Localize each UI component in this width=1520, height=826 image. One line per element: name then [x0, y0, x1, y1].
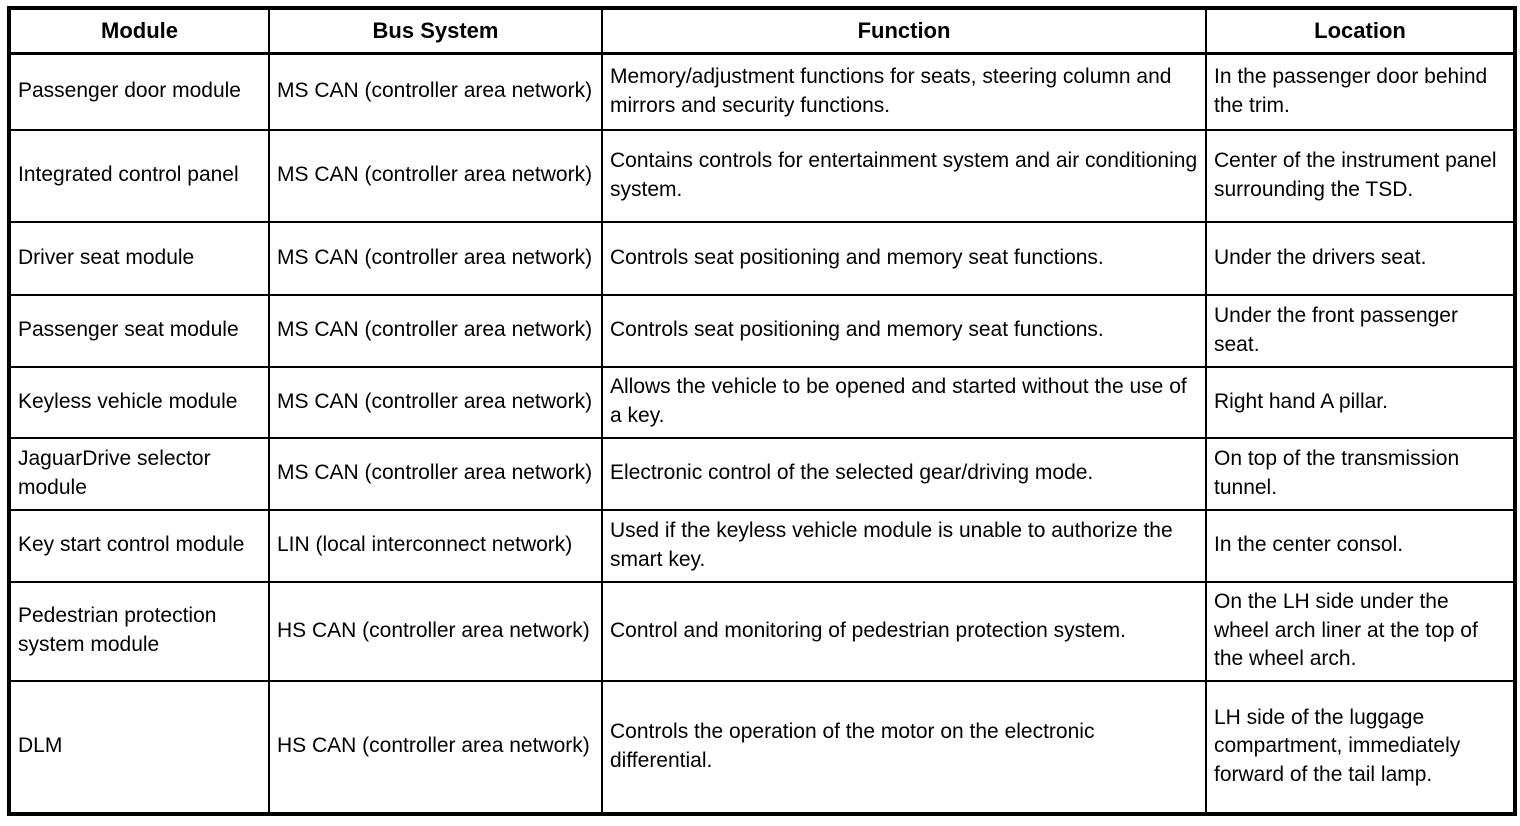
column-header-location: Location — [1205, 7, 1516, 55]
table-row: Integrated control panel MS CAN (control… — [8, 128, 1516, 223]
cell-bus-system: MS CAN (controller area network) — [268, 293, 603, 368]
cell-bus-system: HS CAN (controller area network) — [268, 679, 603, 815]
table-row: Passenger door module MS CAN (controller… — [8, 52, 1516, 131]
cell-location: In the center consol. — [1205, 508, 1516, 583]
cell-location: LH side of the luggage compartment, imme… — [1205, 679, 1516, 815]
cell-bus-system: LIN (local interconnect network) — [268, 508, 603, 583]
cell-bus-system: MS CAN (controller area network) — [268, 220, 603, 296]
table-row: JaguarDrive selector module MS CAN (cont… — [8, 436, 1516, 511]
cell-function: Contains controls for entertainment syst… — [601, 128, 1207, 223]
cell-module: DLM — [8, 679, 270, 815]
cell-location: Center of the instrument panel surroundi… — [1205, 128, 1516, 223]
cell-module: Driver seat module — [8, 220, 270, 296]
cell-location: Under the front passenger seat. — [1205, 293, 1516, 368]
table-header-row: Module Bus System Function Location — [8, 7, 1516, 55]
column-header-function: Function — [601, 7, 1207, 55]
cell-module: Keyless vehicle module — [8, 365, 270, 439]
cell-module: JaguarDrive selector module — [8, 436, 270, 511]
cell-location: On the LH side under the wheel arch line… — [1205, 580, 1516, 682]
cell-module: Passenger door module — [8, 52, 270, 131]
cell-bus-system: MS CAN (controller area network) — [268, 128, 603, 223]
cell-function: Controls seat positioning and memory sea… — [601, 293, 1207, 368]
column-header-bus-system: Bus System — [268, 7, 603, 55]
cell-module: Key start control module — [8, 508, 270, 583]
table-row: Passenger seat module MS CAN (controller… — [8, 293, 1516, 368]
cell-bus-system: MS CAN (controller area network) — [268, 52, 603, 131]
cell-function: Electronic control of the selected gear/… — [601, 436, 1207, 511]
table-row: Keyless vehicle module MS CAN (controlle… — [8, 365, 1516, 439]
cell-module: Pedestrian protection system module — [8, 580, 270, 682]
column-header-module: Module — [8, 7, 270, 55]
cell-location: Right hand A pillar. — [1205, 365, 1516, 439]
cell-function: Control and monitoring of pedestrian pro… — [601, 580, 1207, 682]
cell-location: Under the drivers seat. — [1205, 220, 1516, 296]
table-row: DLM HS CAN (controller area network) Con… — [8, 679, 1516, 815]
cell-function: Allows the vehicle to be opened and star… — [601, 365, 1207, 439]
table-row: Pedestrian protection system module HS C… — [8, 580, 1516, 682]
table-row: Driver seat module MS CAN (controller ar… — [8, 220, 1516, 296]
module-bus-function-location-table: Module Bus System Function Location Pass… — [7, 6, 1517, 816]
cell-module: Passenger seat module — [8, 293, 270, 368]
cell-bus-system: HS CAN (controller area network) — [268, 580, 603, 682]
cell-location: On top of the transmission tunnel. — [1205, 436, 1516, 511]
table-row: Key start control module LIN (local inte… — [8, 508, 1516, 583]
cell-function: Controls seat positioning and memory sea… — [601, 220, 1207, 296]
cell-bus-system: MS CAN (controller area network) — [268, 365, 603, 439]
cell-function: Memory/adjustment functions for seats, s… — [601, 52, 1207, 131]
cell-function: Controls the operation of the motor on t… — [601, 679, 1207, 815]
cell-bus-system: MS CAN (controller area network) — [268, 436, 603, 511]
cell-module: Integrated control panel — [8, 128, 270, 223]
cell-function: Used if the keyless vehicle module is un… — [601, 508, 1207, 583]
cell-location: In the passenger door behind the trim. — [1205, 52, 1516, 131]
